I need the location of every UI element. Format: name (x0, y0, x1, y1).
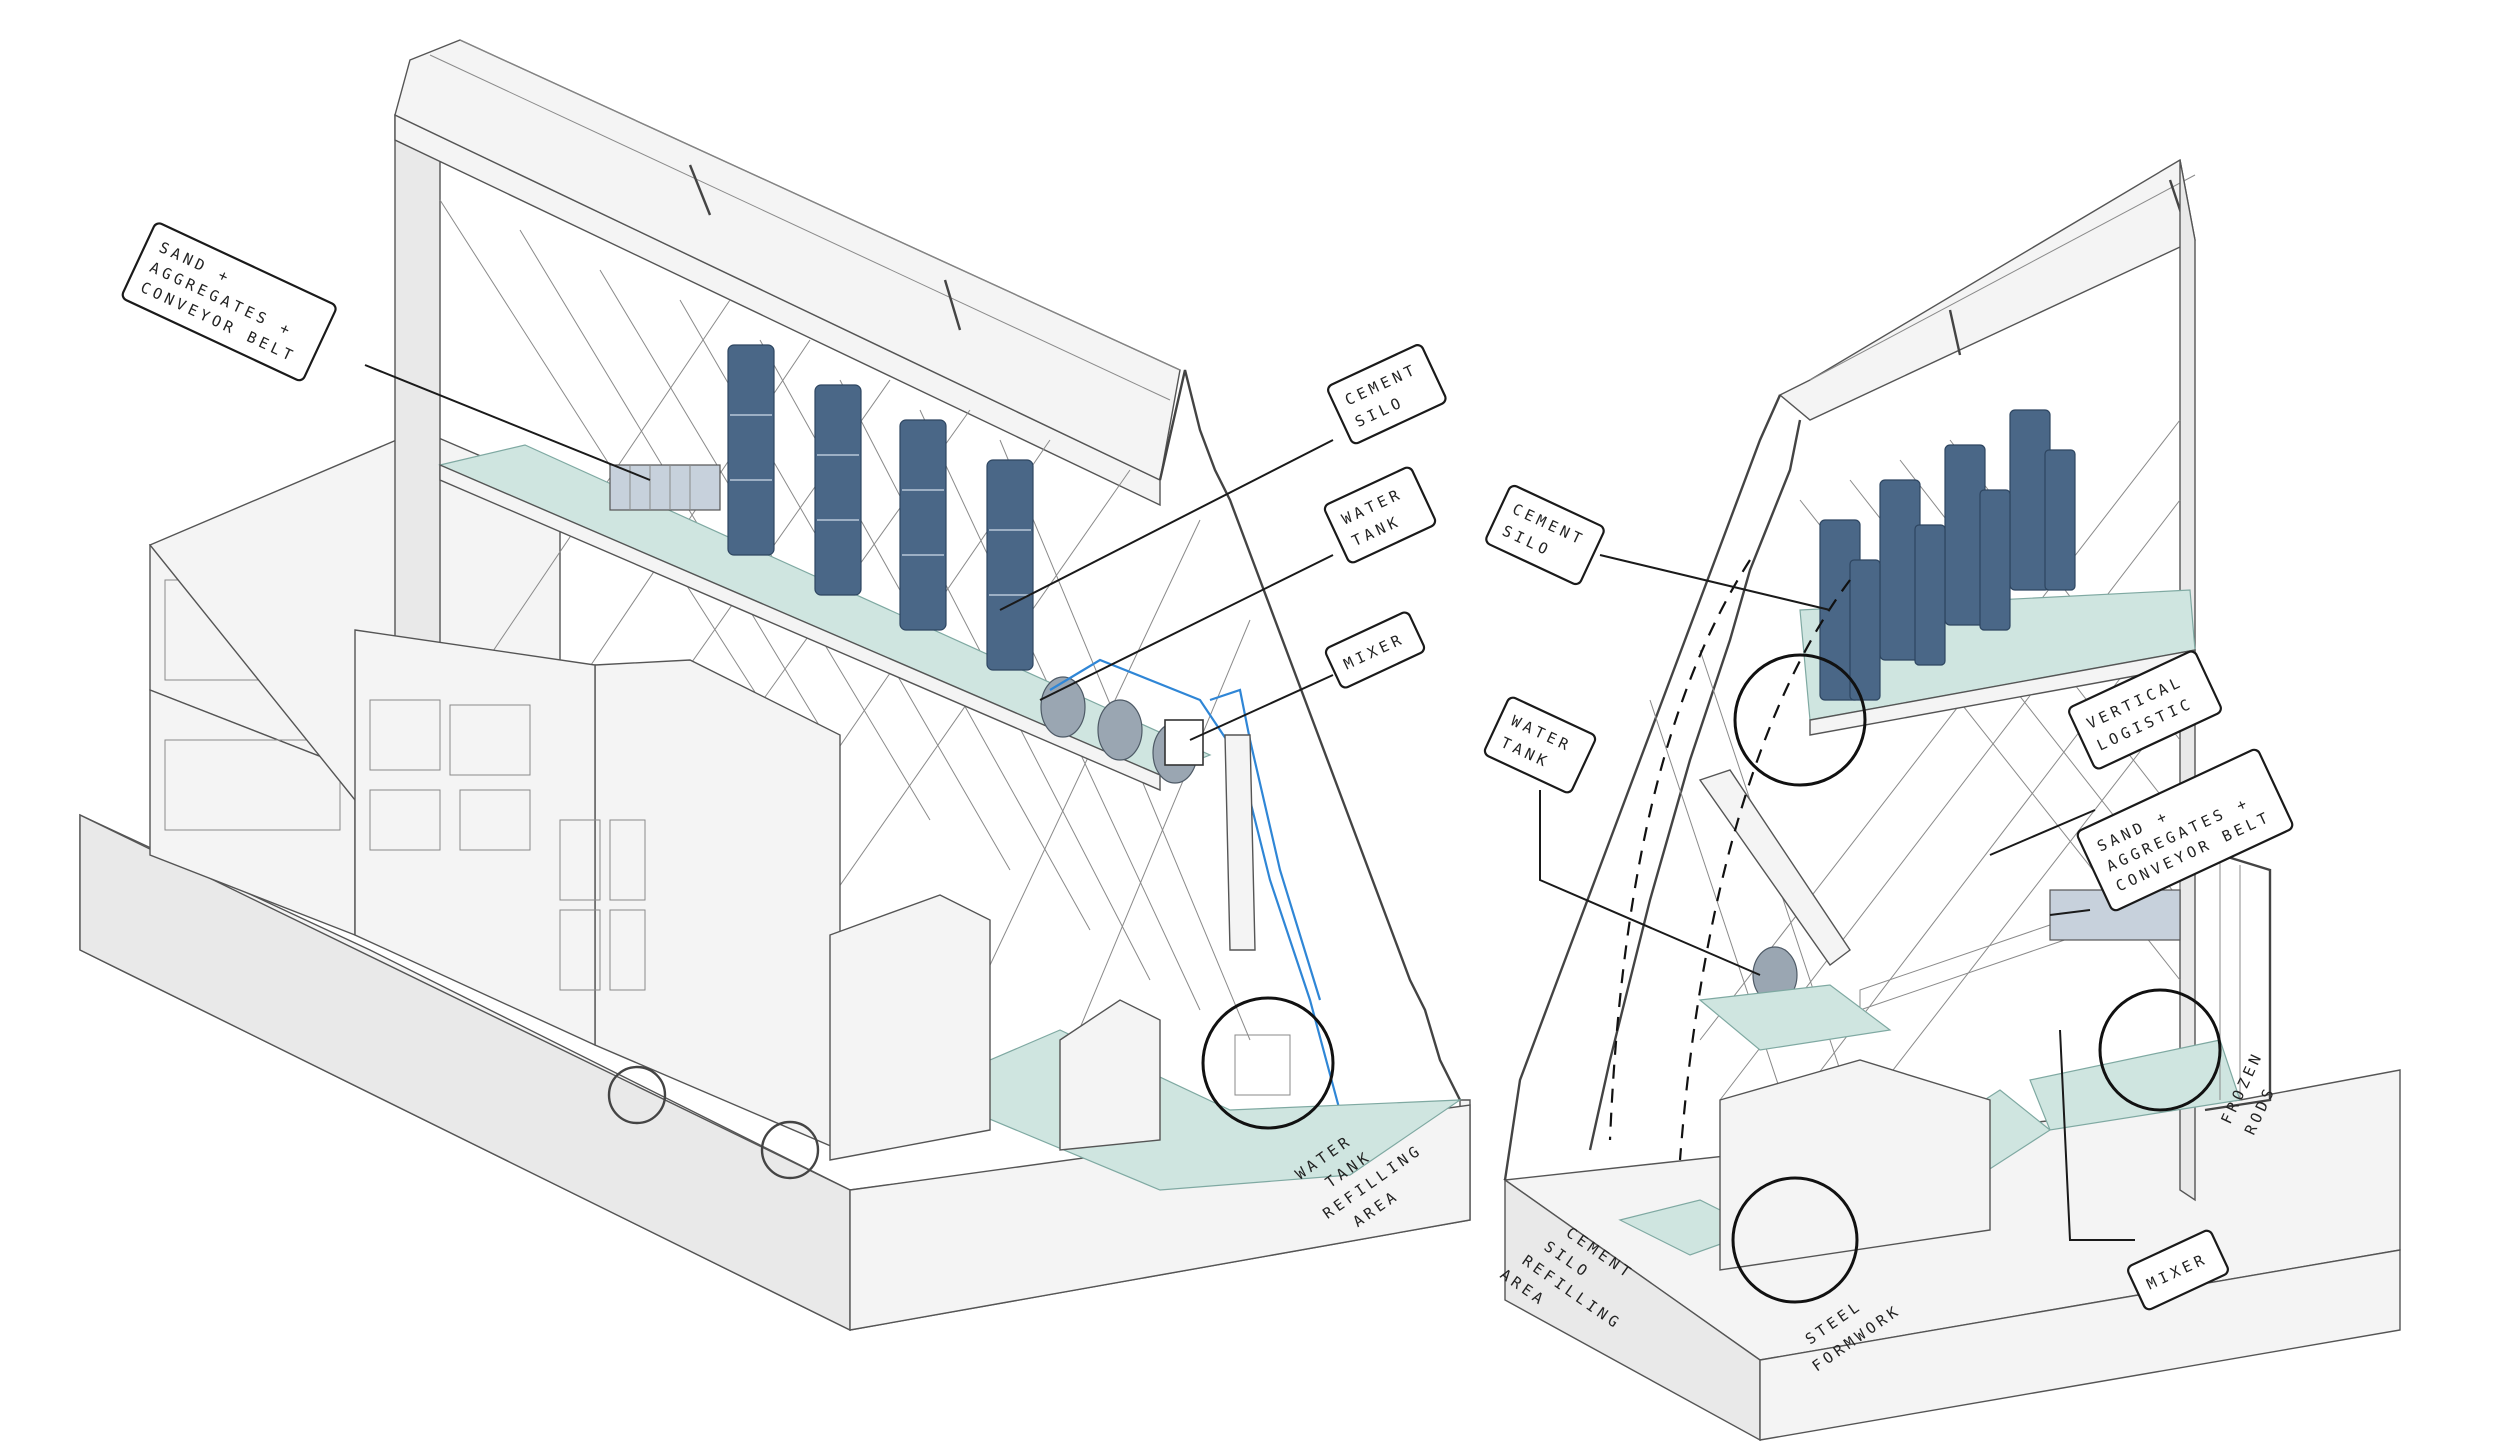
callout-left-water-tank: WATER TANK (1323, 466, 1437, 564)
left-building (79, 39, 1471, 1332)
cement-silos-right (1819, 409, 2076, 701)
callout-right-water-tank: WATER TANK (1483, 696, 1597, 794)
callout-left-mixer: MIXER (1324, 611, 1426, 689)
right-building (1503, 158, 2401, 1442)
leader-lines (364, 364, 2135, 1241)
callout-right-vertical-logistic: VERTICAL LOGISTIC (2068, 650, 2222, 770)
callout-right-cement-silo: CEMENT SILO (1485, 484, 1605, 586)
callout-left-sand: SAND + AGGREGATES + CONVEYOR BELT (121, 222, 337, 382)
callout-right-mixer: MIXER (2127, 1229, 2229, 1311)
callout-left-cement-silo: CEMENT SILO (1327, 344, 1447, 445)
cement-silos-left (727, 344, 1034, 671)
